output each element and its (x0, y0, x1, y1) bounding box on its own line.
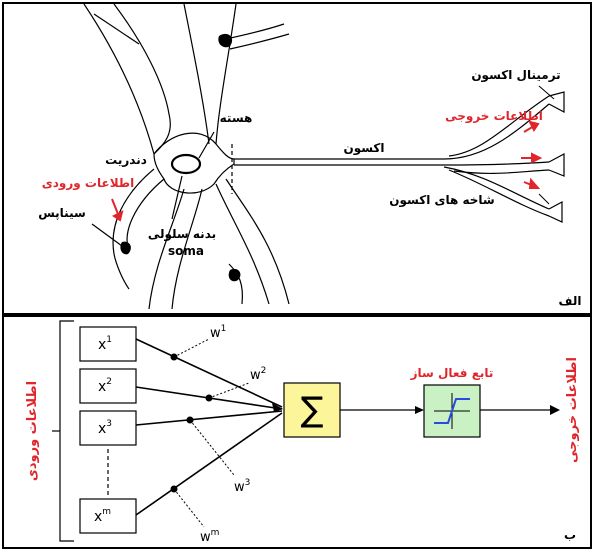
dendrite-branch (215, 4, 237, 145)
dendrite-branch (113, 4, 171, 155)
input-xm: xm (94, 507, 111, 525)
dendrite-branch (83, 4, 155, 155)
input-bracket (59, 320, 74, 542)
label-dendrite: دندریت (105, 153, 147, 167)
axon (234, 161, 550, 166)
label-axon-terminal: ترمینال اکسون (471, 68, 560, 83)
input-x2: x2 (98, 377, 112, 395)
input-side-label: اطلاعات ورودی (25, 381, 40, 481)
input-box-x3 (79, 410, 137, 446)
dendrite-branch (228, 263, 244, 305)
panel-a-corner-label: الف (559, 294, 582, 308)
panel-b-perceptron: اطلاعات ورودی x1 x2 x3 xm w1 w2 w3 (25, 320, 580, 545)
synapse-knob (120, 241, 131, 255)
soma-outline (153, 132, 235, 194)
input-box-xm (79, 498, 137, 534)
connection-m (135, 412, 283, 516)
dendrite-branch (183, 4, 210, 145)
label-soma: soma (168, 244, 204, 258)
label-axon-branches: شاخه های اکسون (389, 193, 494, 208)
dendrite-branch (229, 33, 290, 50)
summation-symbol: ∑ (301, 390, 324, 430)
dendrite-branch (215, 183, 270, 305)
input-arrow (111, 198, 119, 215)
weight-wm: wm (200, 528, 219, 545)
label-cell-body: بدنه سلولی (148, 227, 216, 242)
nucleus (170, 153, 202, 175)
axon-terminal (548, 91, 565, 113)
input-box-x1 (79, 326, 137, 362)
dendrite-branch (171, 188, 203, 310)
axon (448, 169, 550, 217)
output-side-label: اطلاعات خروجی (565, 357, 580, 463)
summation-box (283, 382, 341, 438)
synapse-knob (218, 33, 233, 48)
figure-frame (2, 2, 592, 549)
weight-w2: w2 (250, 366, 266, 383)
synapse-knob (228, 268, 241, 282)
axon (234, 103, 550, 160)
dendrite-branch (225, 178, 290, 305)
connection-1 (135, 338, 283, 408)
axon (453, 169, 550, 174)
input-x3: x3 (98, 419, 112, 437)
axon-terminal (548, 200, 563, 223)
dendrite-branch (225, 23, 285, 40)
dendrite-branch (148, 188, 185, 310)
axon (443, 166, 550, 210)
label-nucleus: هسته (220, 111, 253, 125)
panel-a-neuron: ترمینال اکسون اطلاعات خروجی هسته اکسون د… (38, 4, 582, 310)
panel-divider (4, 313, 592, 317)
label-input-info: اطلاعات ورودی (42, 176, 134, 191)
connection-3 (135, 410, 283, 426)
dendrite-branch (93, 13, 140, 45)
label-output-info: اطلاعات خروجی (445, 109, 543, 124)
activation-label: تابع فعال ساز (410, 366, 494, 380)
input-box-x2 (79, 368, 137, 404)
activation-curve (434, 398, 470, 424)
axon (448, 95, 550, 157)
weight-w1: w1 (210, 324, 226, 341)
panel-b-corner-label: ب (564, 528, 576, 542)
label-synapse: سیناپس (38, 206, 86, 220)
weight-w3: w3 (234, 478, 250, 495)
dendrite-branch (112, 168, 155, 290)
input-x1: x1 (98, 335, 112, 353)
label-axon: اکسون (343, 141, 384, 156)
axon-terminal (548, 153, 565, 177)
